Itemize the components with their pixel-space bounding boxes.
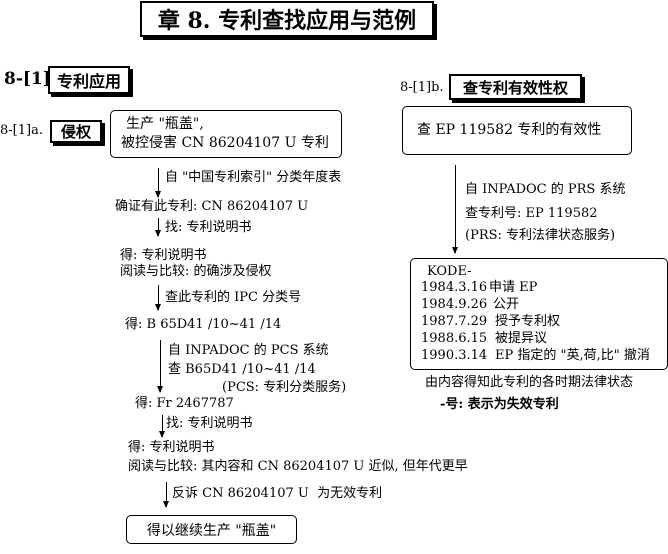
infringement-number: 8-[1]a. [0, 123, 43, 138]
step-text: 确证有此专利: CN 86204107 U [115, 199, 309, 214]
result-box: 得以继续生产 "瓶盖" [126, 515, 297, 544]
step-text: 找: 专利说明书 [166, 416, 253, 431]
arrow-down-icon [155, 285, 161, 311]
case-box: 生产 "瓶盖", 被控侵害 CN 86204107 U 专利 [110, 110, 342, 158]
arrow-down-icon [159, 415, 165, 438]
chapter-title: 章 8. 专利查找应用与范例 [157, 8, 417, 34]
step-text: 反诉 CN 86204107 U 为无效专利 [172, 486, 383, 501]
kode-date: 1984.9.26 [421, 297, 488, 312]
step-text: 自 INPADOC 的 PCS 系统 [168, 343, 329, 358]
kode-event: 被提异议 [495, 331, 548, 346]
step-text: 找: 专利说明书 [165, 220, 252, 235]
validity-case-box: 查 EP 119582 专利的有效性 [402, 106, 632, 155]
validity-note: 由内容得知此专利的各时期法律状态 [425, 375, 634, 390]
result-text: 得以继续生产 "瓶盖" [146, 522, 277, 539]
arrow-down-icon [157, 340, 163, 393]
step-text: 阅读与比较: 的确涉及侵权 [120, 264, 272, 279]
kode-date: 1990.3.14 [421, 348, 488, 363]
step-text: (PRS: 专利法律状态服务) [465, 228, 616, 243]
kode-event: 申请 EP [489, 280, 538, 295]
kode-event: 公开 [493, 297, 520, 312]
step-text: (PCS: 专利分类服务) [222, 380, 347, 395]
step-text: 查 B65D41 /10~41 /14 [168, 362, 316, 377]
validity-label-box: 查专利有效性权 [449, 74, 582, 100]
step-text: 得: B 65D41 /10~41 /14 [125, 317, 282, 332]
kode-event: 授予专利权 [495, 314, 561, 329]
kode-box: KODE- 1984.3.16 申请 EP 1984.9.26 公开 1987.… [410, 258, 668, 370]
case-line-2: 被控侵害 CN 86204107 U 专利 [121, 135, 329, 151]
infringement-label: 侵权 [60, 123, 91, 141]
step-text: 得: Fr 2467787 [135, 396, 234, 411]
arrow-down-icon [452, 165, 458, 254]
kode-date: 1988.6.15 [421, 331, 488, 346]
section-number: 8-[1]. [4, 69, 57, 89]
chapter-title-box: 章 8. 专利查找应用与范例 [140, 1, 434, 37]
step-text: 查此专利的 IPC 分类号 [165, 290, 302, 305]
validity-case-text: 查 EP 119582 专利的有效性 [417, 122, 602, 138]
case-line-1: 生产 "瓶盖", [126, 116, 204, 132]
step-text: 自 "中国专利索引" 分类年度表 [165, 170, 342, 185]
step-text: 得: 专利说明书 [120, 248, 207, 263]
section-label: 专利应用 [56, 72, 121, 91]
kode-event: EP 指定的 "英,荷,比" 撤消 [495, 348, 650, 363]
kode-date: 1984.3.16 [421, 280, 488, 295]
validity-label: 查专利有效性权 [462, 78, 568, 97]
step-text: 得: 专利说明书 [128, 440, 215, 455]
validity-number: 8-[1]b. [400, 80, 444, 95]
section-label-box: 专利应用 [48, 66, 130, 94]
step-text: 查专利号: EP 119582 [465, 206, 598, 221]
step-text: 自 INPADOC 的 PRS 系统 [465, 182, 626, 197]
kode-header: KODE- [427, 264, 472, 279]
kode-date: 1987.7.29 [421, 314, 488, 329]
arrow-down-icon [163, 482, 169, 508]
infringement-label-box: 侵权 [50, 120, 102, 143]
validity-note-bold: -号: 表示为失效专利 [440, 397, 559, 412]
step-text: 阅读与比较: 其内容和 CN 86204107 U 近似, 但年代更早 [128, 459, 468, 474]
arrow-down-icon [155, 218, 161, 237]
arrow-down-icon [155, 168, 161, 198]
